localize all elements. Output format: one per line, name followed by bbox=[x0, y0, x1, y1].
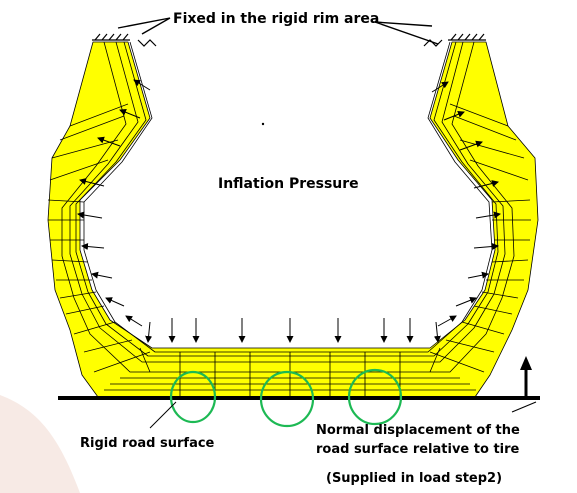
contact-circles bbox=[169, 368, 403, 428]
pressure-arrows bbox=[77, 79, 501, 343]
tread-mesh-verticals bbox=[179, 352, 401, 397]
left-mesh-radials bbox=[47, 103, 151, 373]
rim-fixture-right bbox=[423, 33, 486, 47]
rim-callout-leaders bbox=[117, 17, 439, 45]
contact-circle-2 bbox=[259, 370, 315, 428]
label-normal-disp-1: Normal displacement of the bbox=[316, 423, 520, 438]
road-callout-leader bbox=[149, 401, 177, 429]
label-fixed-rim: Fixed in the rigid rim area bbox=[173, 11, 379, 27]
inner-layer-2 bbox=[75, 41, 499, 357]
tire-body bbox=[47, 41, 539, 398]
interior-dot bbox=[261, 122, 265, 126]
inner-layer-1 bbox=[83, 41, 493, 353]
label-supplied: (Supplied in load step2) bbox=[326, 471, 502, 486]
label-normal-disp-2: road surface relative to tire bbox=[316, 442, 520, 457]
contact-circle-3 bbox=[347, 368, 403, 426]
displacement-arrow bbox=[511, 356, 537, 413]
watermark bbox=[0, 395, 80, 493]
tire-mesh bbox=[47, 41, 539, 398]
contact-circle-1 bbox=[169, 370, 217, 424]
right-mesh-radials bbox=[429, 103, 531, 373]
label-inflation-pressure: Inflation Pressure bbox=[218, 176, 359, 192]
label-rigid-road: Rigid road surface bbox=[80, 436, 215, 451]
rim-fixture-left bbox=[92, 33, 157, 47]
